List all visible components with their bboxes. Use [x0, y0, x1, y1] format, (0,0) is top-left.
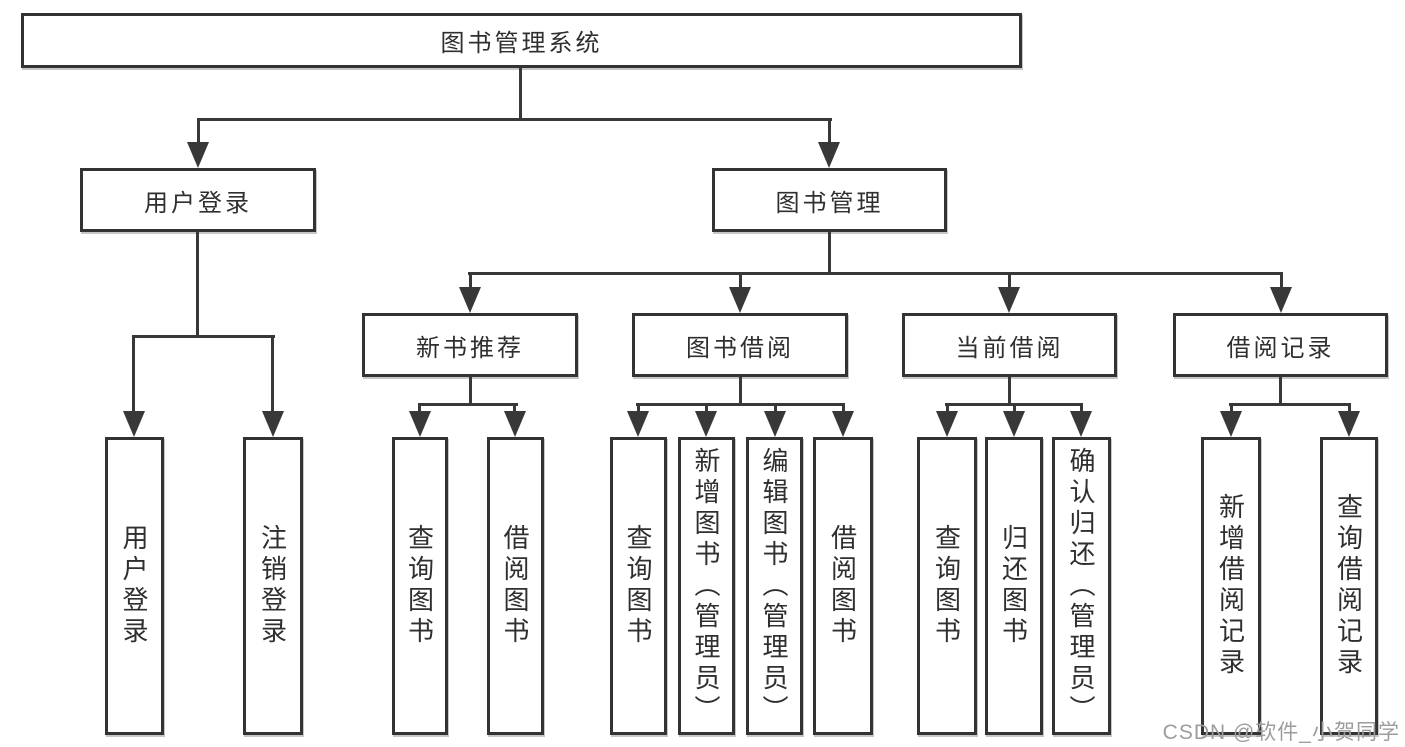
arrow-down-icon [998, 287, 1020, 313]
connector-hline [418, 403, 518, 406]
connector-vline [1013, 403, 1016, 415]
node-label: 用户登录 [144, 189, 252, 217]
node-user-login: 用户登录 [80, 168, 316, 232]
node-label: 新增图书（管理员） [691, 446, 721, 726]
node-query-books-borrowing: 查询图书 [610, 437, 667, 735]
node-add-borrow-record: 新增借阅记录 [1201, 437, 1261, 735]
arrow-down-icon [729, 287, 751, 313]
node-borrow-books: 借阅图书 [813, 437, 873, 735]
node-book-borrowing: 图书借阅 [632, 313, 848, 377]
arrow-down-icon [627, 411, 649, 437]
node-label: 新书推荐 [416, 334, 524, 362]
connector-vline [469, 272, 472, 290]
arrow-down-icon [409, 411, 431, 437]
connector-vline [739, 377, 742, 406]
arrow-down-icon [187, 142, 209, 168]
connector-vline [418, 403, 421, 415]
node-new-book-recommend: 新书推荐 [362, 313, 578, 377]
node-label: 图书管理系统 [440, 30, 603, 57]
connector-vline [774, 403, 777, 415]
connector-vline [1230, 403, 1233, 415]
connector-vline [1008, 377, 1011, 406]
node-label: 借阅记录 [1226, 334, 1335, 362]
connector-vline [1280, 272, 1283, 290]
node-label: 借阅图书 [500, 524, 530, 648]
connector-vline [469, 377, 472, 406]
node-query-borrow-record: 查询借阅记录 [1320, 437, 1378, 735]
arrow-down-icon [262, 411, 284, 437]
arrow-down-icon [1220, 411, 1242, 437]
arrow-down-icon [1003, 411, 1025, 437]
node-label: 查询图书 [931, 524, 962, 648]
connector-vline [132, 335, 135, 415]
connector-vline [513, 403, 516, 415]
node-label: 查询图书 [623, 524, 653, 648]
node-label: 查询借阅记录 [1333, 493, 1364, 679]
csdn-watermark: CSDN @软件_小贺同学 [1162, 721, 1400, 744]
node-borrow-books-recommend: 借阅图书 [487, 437, 544, 735]
arrow-down-icon [459, 287, 481, 313]
node-label: 查询图书 [404, 524, 435, 648]
connector-vline [637, 403, 640, 415]
connector-vline [196, 232, 199, 338]
node-label: 借阅图书 [827, 524, 858, 648]
connector-vline [1279, 377, 1282, 406]
connector-hline [1229, 403, 1351, 406]
connector-vline [828, 232, 831, 275]
node-label: 用户登录 [119, 524, 149, 648]
arrow-down-icon [1338, 411, 1360, 437]
node-label: 注销登录 [257, 524, 288, 648]
node-label: 确认归还（管理员） [1066, 446, 1096, 726]
node-confirm-return-admin: 确认归还（管理员） [1052, 437, 1111, 735]
connector-hline [636, 403, 845, 406]
arrow-down-icon [695, 411, 717, 437]
node-label: 新增借阅记录 [1215, 493, 1246, 679]
connector-vline [705, 403, 708, 415]
connector-vline [1348, 403, 1351, 415]
connector-hline [132, 335, 275, 338]
connector-vline [271, 335, 274, 415]
arrow-down-icon [764, 411, 786, 437]
arrow-down-icon [123, 411, 145, 437]
node-label: 当前借阅 [955, 334, 1064, 362]
node-logout: 注销登录 [243, 437, 303, 735]
node-system-root: 图书管理系统 [21, 13, 1022, 68]
node-add-books-admin: 新增图书（管理员） [678, 437, 735, 735]
node-label: 图书借阅 [686, 334, 794, 362]
arrow-down-icon [818, 142, 840, 168]
node-label: 编辑图书（管理员） [759, 446, 789, 726]
node-borrowing-records: 借阅记录 [1173, 313, 1388, 377]
connector-hline [468, 272, 1282, 275]
arrow-down-icon [1270, 287, 1292, 313]
node-edit-books-admin: 编辑图书（管理员） [746, 437, 803, 735]
node-book-management: 图书管理 [712, 168, 947, 232]
node-label: 归还图书 [998, 524, 1029, 648]
node-label: 图书管理 [775, 189, 884, 217]
node-current-borrowing: 当前借阅 [902, 313, 1117, 377]
connector-hline [197, 118, 832, 121]
connector-vline [946, 403, 949, 415]
connector-vline [828, 118, 831, 146]
connector-vline [739, 272, 742, 290]
arrow-down-icon [504, 411, 526, 437]
arrow-down-icon [936, 411, 958, 437]
connector-vline [519, 68, 522, 121]
connector-vline [197, 118, 200, 146]
arrow-down-icon [832, 411, 854, 437]
node-return-books: 归还图书 [985, 437, 1043, 735]
connector-vline [842, 403, 845, 415]
node-query-books-recommend: 查询图书 [392, 437, 448, 735]
node-query-books-current: 查询图书 [917, 437, 977, 735]
connector-vline [1008, 272, 1011, 290]
node-user-login-leaf: 用户登录 [105, 437, 164, 735]
arrow-down-icon [1070, 411, 1092, 437]
connector-vline [1080, 403, 1083, 415]
